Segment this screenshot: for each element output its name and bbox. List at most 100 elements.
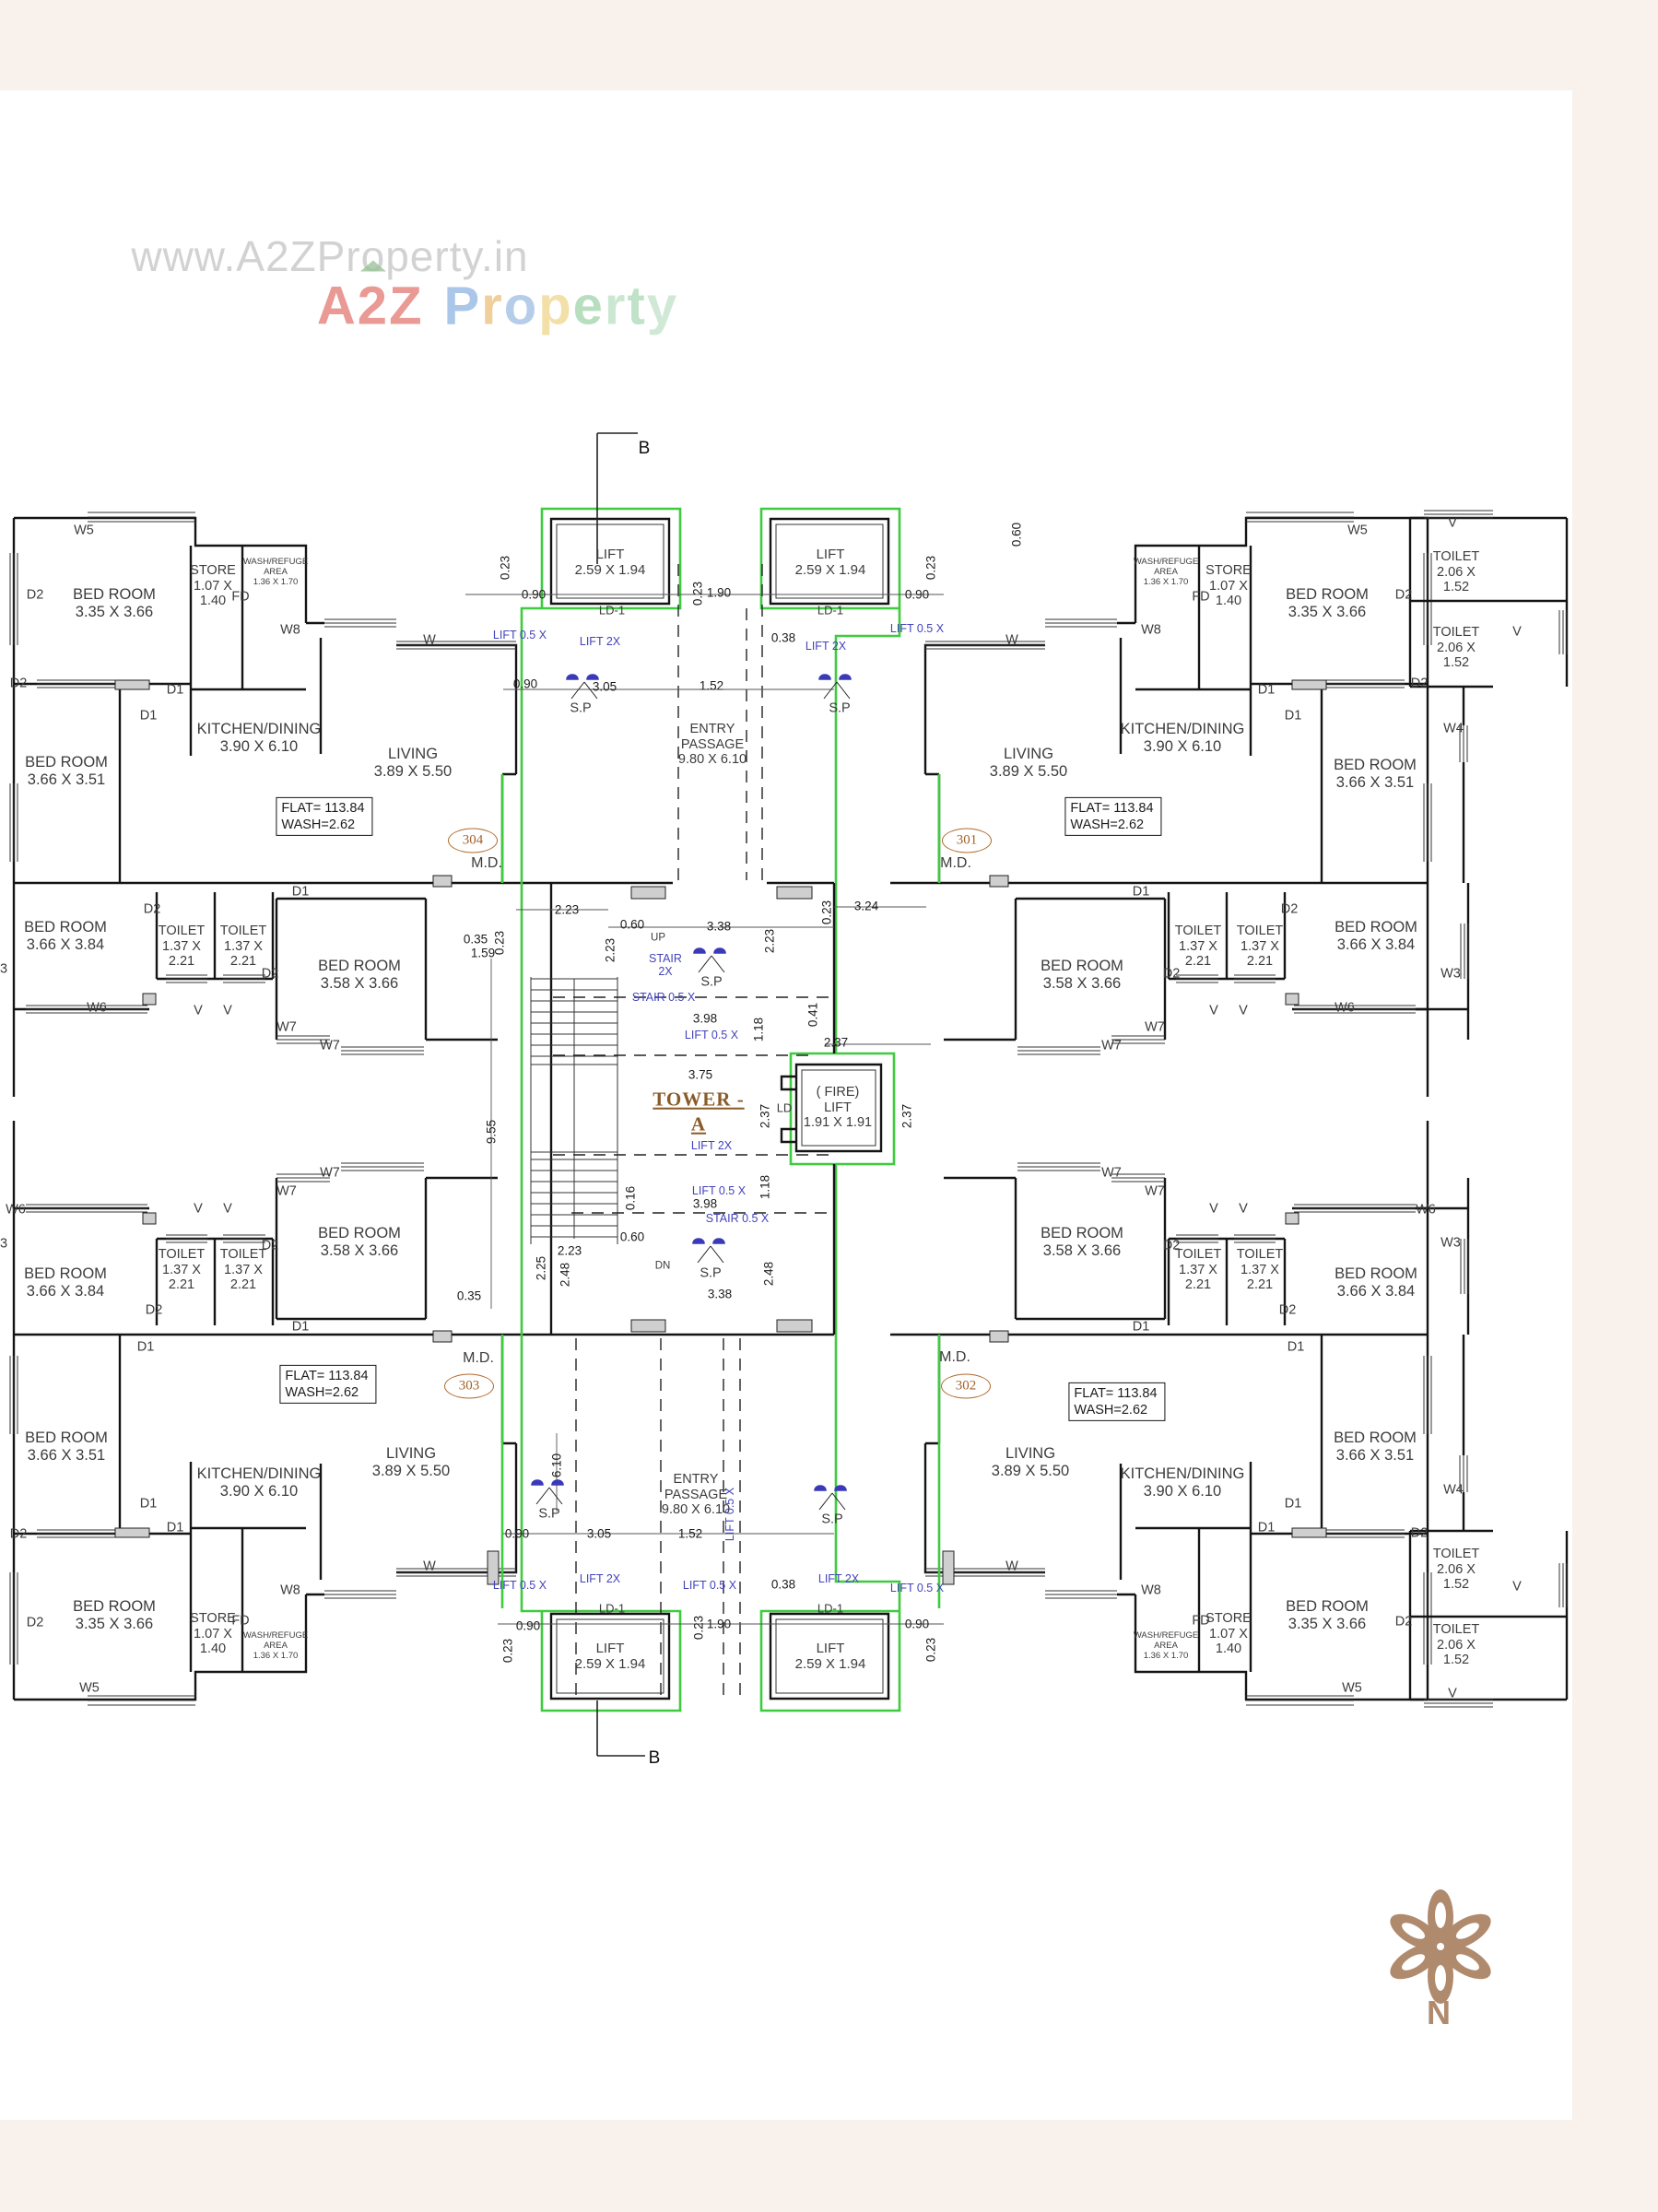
room-label: TOILET 2.06 X 1.52 — [1432, 625, 1480, 671]
room-label: KITCHEN/DINING 3.90 X 6.10 — [1120, 1465, 1245, 1500]
opening-tag-label: W — [423, 632, 436, 648]
opening-tag-label: W4 — [1443, 721, 1464, 736]
dimension-label: 0.35 — [456, 1288, 482, 1303]
dimension-label: 3.98 — [692, 1011, 718, 1026]
room-label: ( FIRE) LIFT 1.91 X 1.91 — [803, 1085, 873, 1131]
dimension-label: 0.60 — [619, 1230, 645, 1244]
opening-tag-label: D1 — [166, 1520, 184, 1535]
brand-letter: r — [604, 276, 628, 336]
section-marker: B — [648, 1748, 661, 1769]
dimension-label: 3.75 — [688, 1067, 713, 1082]
dimension-label: 0.38 — [770, 630, 796, 645]
opening-tag-label: V — [1209, 1003, 1218, 1018]
drawing-sheet — [0, 90, 1572, 2120]
opening-tag-label: V — [1239, 1003, 1248, 1018]
lift-stair-annotation: LIFT 0.5 X — [684, 1028, 739, 1041]
north-label: N — [1427, 1994, 1451, 2031]
opening-tag-label: M.D. — [463, 1349, 494, 1366]
opening-tag-label: M.D. — [939, 1348, 970, 1365]
flat-area-box: FLAT= 113.84 WASH=2.62 — [1068, 1382, 1166, 1422]
room-label: TOILET 1.37 X 2.21 — [1174, 1247, 1222, 1293]
brand-a2z-z: Z — [389, 276, 424, 336]
dimension-label: 2.48 — [761, 1261, 776, 1287]
opening-tag-label: D1 — [139, 1496, 158, 1512]
dimension-label: 3.98 — [692, 1196, 718, 1211]
opening-tag-label: W7 — [320, 1165, 340, 1181]
dimension-label: 0.90 — [504, 1526, 530, 1541]
lift-stair-annotation: LIFT 0.5 X — [682, 1578, 737, 1592]
dimension-label: 0.90 — [521, 587, 547, 602]
brand-property: Property — [444, 276, 679, 337]
opening-tag-label: D1 — [1132, 1319, 1150, 1335]
dimension-label: 1.59 — [470, 946, 496, 960]
opening-tag-label: W7 — [1101, 1038, 1122, 1053]
opening-tag-label: W7 — [1145, 1019, 1165, 1035]
opening-tag-label: D2 — [143, 901, 161, 917]
opening-tag-label: W4 — [1443, 1482, 1464, 1498]
opening-tag-label: W — [423, 1559, 436, 1574]
opening-tag-label: V — [194, 1201, 203, 1217]
lift-stair-annotation: LIFT 0.5 X — [492, 1578, 547, 1592]
dimension-label: 0.23 — [690, 581, 705, 606]
opening-tag-label: FD — [1192, 1613, 1210, 1629]
opening-tag-label: W3 — [1440, 966, 1461, 982]
room-label: BED ROOM 3.66 X 3.84 — [1335, 1265, 1417, 1300]
opening-tag-label: D2 — [1162, 966, 1181, 982]
brand-a2z-2: 2 — [358, 260, 389, 337]
dimension-label: 1.52 — [677, 1526, 703, 1541]
opening-tag-label: D2 — [26, 587, 44, 603]
opening-tag-label: V — [194, 1003, 203, 1018]
dimension-label: 3.05 — [586, 1526, 612, 1541]
dimension-label: 1.90 — [706, 1617, 732, 1631]
room-label: STORE 1.07 X 1.40 — [1205, 563, 1252, 609]
opening-tag-label: S.P — [570, 700, 592, 716]
opening-tag-label: D1 — [1284, 708, 1302, 724]
room-label: ENTRY PASSAGE 9.80 X 6.10 — [677, 722, 747, 768]
room-label: BED ROOM 3.35 X 3.66 — [1286, 586, 1369, 620]
dimension-label: 2.25 — [534, 1255, 548, 1281]
opening-tag-label: D2 — [9, 1526, 28, 1542]
dimension-label: 0.60 — [619, 917, 645, 932]
dimension-label: 0.23 — [923, 1637, 938, 1663]
opening-tag-label: W5 — [1342, 1680, 1362, 1696]
opening-tag-label: D1 — [1287, 1339, 1305, 1355]
opening-tag-label: D1 — [1257, 1520, 1276, 1535]
dimension-label: 0.90 — [512, 677, 538, 691]
dimension-label: 0.23 — [500, 1638, 515, 1664]
dimension-label: 0.90 — [904, 1617, 930, 1631]
opening-tag-label: D1 — [139, 708, 158, 724]
opening-tag-label: V — [1209, 1201, 1218, 1217]
room-label: TOILET 1.37 X 2.21 — [158, 1247, 206, 1293]
opening-tag-label: W6 — [1335, 1000, 1355, 1016]
room-label: BED ROOM 3.35 X 3.66 — [1286, 1598, 1369, 1632]
room-label: LIFT 2.59 X 1.94 — [574, 1640, 646, 1672]
opening-tag-label: W5 — [79, 1680, 100, 1696]
opening-tag-label: D1 — [136, 1339, 155, 1355]
opening-tag-label: D1 — [291, 884, 310, 900]
brand-a2z-a: A — [316, 276, 358, 336]
room-label: STORE 1.07 X 1.40 — [1205, 1611, 1252, 1657]
room-label: BED ROOM 3.66 X 3.84 — [24, 919, 107, 953]
room-label: LIFT 2.59 X 1.94 — [794, 1640, 866, 1672]
brand-letter: y — [646, 276, 679, 336]
lift-stair-annotation: LIFT 2X — [579, 634, 621, 648]
room-label: TOILET 1.37 X 2.21 — [219, 924, 267, 970]
opening-tag-label: W7 — [320, 1038, 340, 1053]
room-label: TOILET 1.37 X 2.21 — [219, 1247, 267, 1293]
tower-name-label: TOWER -A — [653, 1088, 745, 1135]
room-label: WASH/REFUGE AREA 1.36 X 1.70 — [1133, 1630, 1199, 1661]
opening-tag-label: W5 — [1347, 523, 1368, 538]
flat-area-box: FLAT= 113.84 WASH=2.62 — [1064, 796, 1162, 837]
opening-tag-label: S.P — [700, 974, 723, 990]
opening-tag-label: D2 — [9, 676, 28, 691]
opening-tag-label: D2 — [1394, 587, 1413, 603]
dimension-label: 0.90 — [515, 1618, 541, 1633]
opening-tag-label: V — [223, 1003, 232, 1018]
opening-tag-label: D2 — [261, 1238, 279, 1253]
dimension-label: 9.55 — [484, 1119, 499, 1145]
brand-letter: t — [627, 276, 647, 336]
brand-letter: r — [481, 276, 504, 336]
opening-tag-label: FD — [1192, 589, 1210, 605]
